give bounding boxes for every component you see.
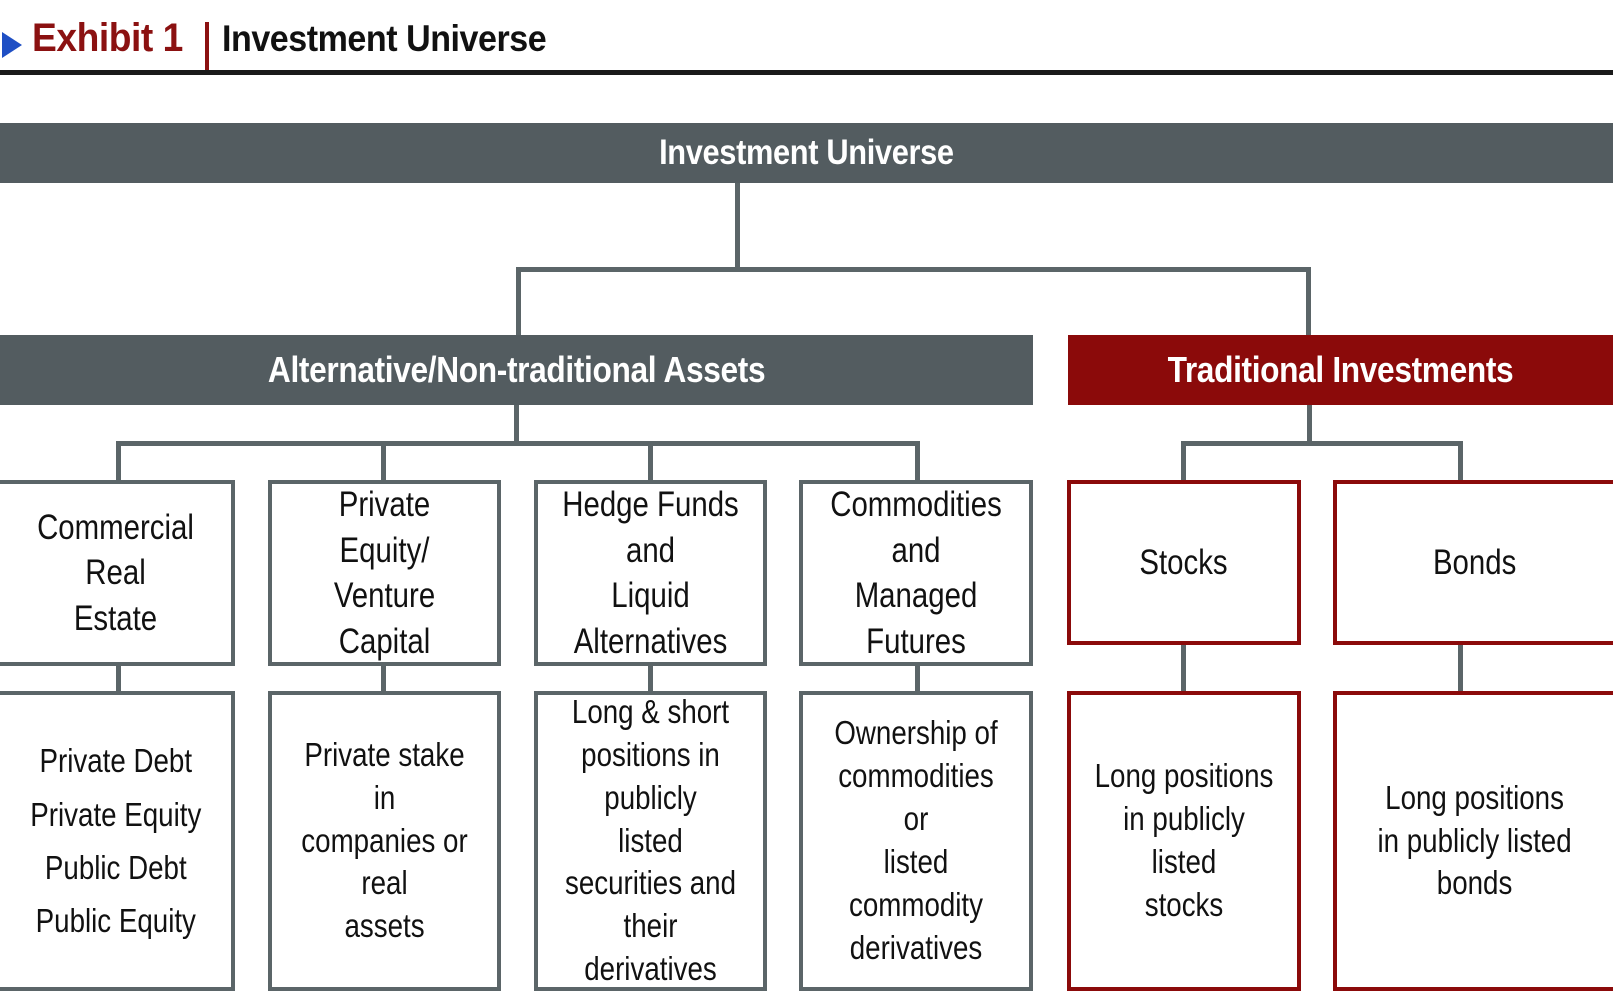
node-label: Investment Universe — [659, 133, 954, 172]
node-label: Bonds — [1433, 542, 1517, 582]
triangle-right-icon — [2, 32, 22, 58]
node-label: Commercial Real Estate — [37, 507, 194, 638]
exhibit-header: Exhibit 1 Investment Universe — [0, 16, 1613, 74]
node-label: Traditional Investments — [1167, 349, 1514, 390]
connector-to-alternative — [516, 267, 521, 337]
node-hedge-funds-liquid-alternatives: Hedge Funds and Liquid Alternatives — [534, 480, 767, 666]
connector-traditional-vertical — [1307, 405, 1312, 445]
connector-to-bonds — [1458, 441, 1463, 482]
exhibit-label: Exhibit 1 — [32, 16, 183, 60]
node-commercial-real-estate: Commercial Real Estate — [0, 480, 235, 666]
node-label: Private Debt Private Equity Public Debt … — [29, 742, 202, 940]
page-title: Investment Universe — [222, 18, 547, 59]
header-rule — [0, 70, 1613, 75]
connector-to-traditional — [1306, 267, 1311, 337]
connector-traditional-horizontal — [1181, 441, 1463, 446]
connector-root-vertical — [735, 183, 740, 271]
connector-to-commodities — [915, 441, 920, 482]
node-label: Commodities and Managed Futures — [830, 485, 1002, 661]
node-stocks: Stocks — [1067, 480, 1301, 645]
connector-to-commercial-real-estate — [116, 441, 121, 482]
connector-cre-to-detail — [116, 666, 121, 691]
node-label: Alternative/Non-traditional Assets — [267, 349, 766, 390]
node-private-equity-venture-capital: Private Equity/ Venture Capital — [268, 480, 501, 666]
connector-bonds-to-detail — [1458, 645, 1463, 691]
node-label: Stocks — [1139, 542, 1229, 582]
connector-stocks-to-detail — [1181, 645, 1186, 691]
node-hedge-funds-detail: Long & short positions in publicly liste… — [534, 691, 767, 991]
node-commodities-detail: Ownership of commodities or listed commo… — [799, 691, 1033, 991]
node-traditional-investments: Traditional Investments — [1068, 335, 1613, 405]
node-investment-universe: Investment Universe — [0, 123, 1613, 183]
connector-hf-to-detail — [648, 666, 653, 691]
node-label: Ownership of commodities or listed commo… — [834, 714, 998, 966]
node-bonds: Bonds — [1333, 480, 1613, 645]
connector-to-private-equity — [381, 441, 386, 482]
node-bonds-detail: Long positions in publicly listed bonds — [1333, 691, 1613, 991]
node-alternative-assets: Alternative/Non-traditional Assets — [0, 335, 1033, 405]
connector-to-stocks — [1181, 441, 1186, 482]
connector-alternative-vertical — [514, 405, 519, 445]
node-label: Hedge Funds and Liquid Alternatives — [562, 485, 739, 661]
connector-cmf-to-detail — [915, 666, 920, 691]
node-commodities-managed-futures: Commodities and Managed Futures — [799, 480, 1033, 666]
node-private-equity-detail: Private stake in companies or real asset… — [268, 691, 501, 991]
node-label: Long & short positions in publicly liste… — [564, 692, 737, 988]
header-separator — [205, 22, 209, 70]
node-label: Long positions in publicly listed bonds — [1377, 778, 1573, 902]
connector-alternative-horizontal — [116, 441, 920, 446]
node-stocks-detail: Long positions in publicly listed stocks — [1067, 691, 1301, 991]
connector-pe-to-detail — [381, 666, 386, 691]
node-label: Private stake in companies or real asset… — [301, 735, 468, 945]
connector-root-horizontal — [516, 267, 1311, 272]
connector-to-hedge-funds — [648, 441, 653, 482]
node-commercial-real-estate-detail: Private Debt Private Equity Public Debt … — [0, 691, 235, 991]
node-label: Private Equity/ Venture Capital — [333, 485, 436, 661]
node-label: Long positions in publicly listed stocks — [1094, 757, 1274, 923]
